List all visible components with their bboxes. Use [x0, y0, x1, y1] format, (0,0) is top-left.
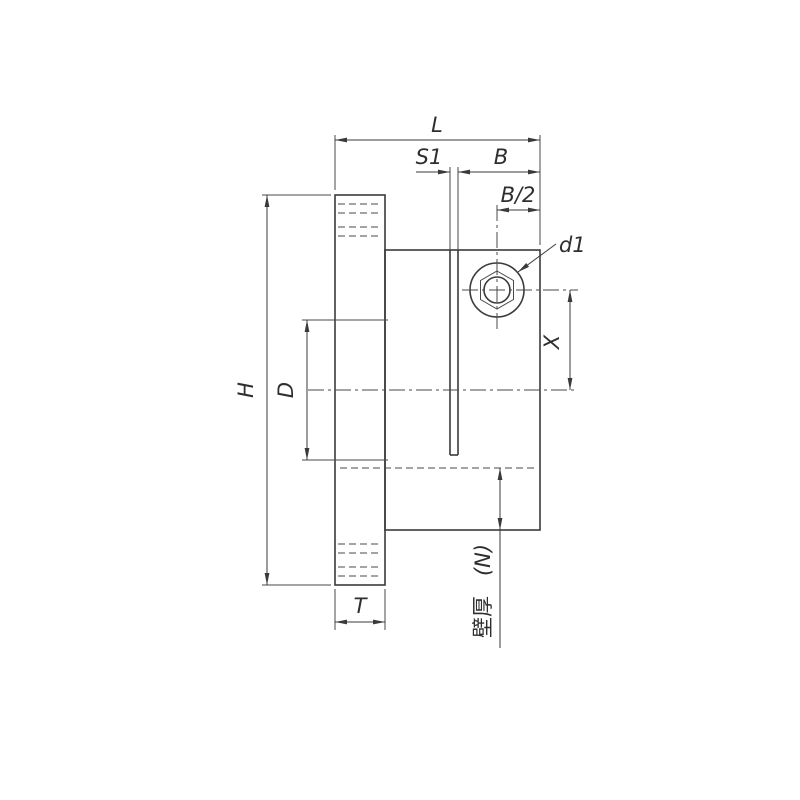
- dim-label-B: B: [494, 145, 508, 169]
- dim-label-D: D: [274, 382, 298, 398]
- extension-lines: [262, 135, 541, 630]
- dim-label-d1: d1: [559, 233, 586, 257]
- centerlines: [308, 205, 578, 391]
- dim-label-T: T: [354, 594, 369, 618]
- dim-label-S1: S1: [416, 145, 443, 169]
- dim-label-H: H: [234, 382, 258, 398]
- leader-line-d1: [517, 243, 557, 273]
- body-block: [384, 249, 541, 531]
- dim-label-L: L: [431, 113, 443, 137]
- dim-label-wall-thickness: 壁厚: [471, 596, 495, 638]
- dimension-lines: [264, 137, 573, 648]
- dimension-labels: L S1 B B/2 d1 X H D T (N) 壁厚: [234, 113, 586, 638]
- dim-label-N: (N): [471, 544, 495, 576]
- dim-label-X: X: [540, 334, 564, 350]
- dim-label-B2: B/2: [501, 183, 536, 207]
- hidden-lines: [338, 203, 538, 577]
